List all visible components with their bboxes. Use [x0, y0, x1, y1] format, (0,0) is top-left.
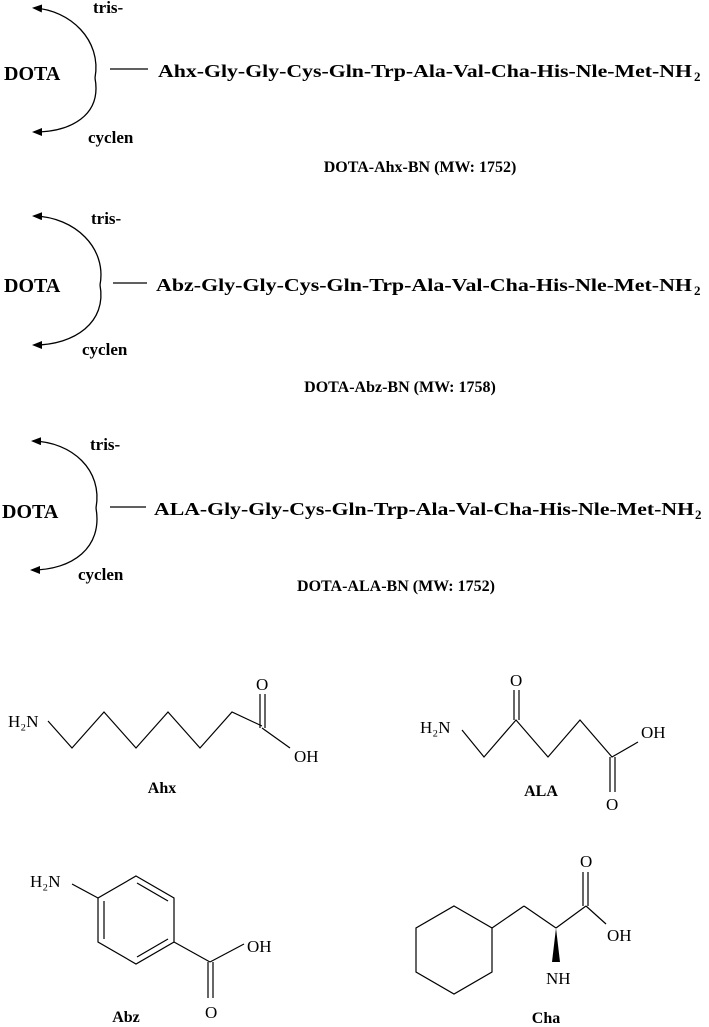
ahx-carbonyl-o: O [256, 675, 268, 694]
sequence-subscript: 2 [695, 507, 702, 522]
arc-top-label: tris- [91, 209, 122, 228]
sequence-subscript: 2 [694, 283, 701, 298]
cha-cyclohexane-ring [415, 905, 493, 995]
cha-methylene-bond [491, 905, 525, 929]
abz-structure [71, 875, 245, 998]
conjugate-3: tris- DOTA cyclen ALA-Gly-Gly-Cys-Gln-Tr… [2, 435, 702, 595]
peptide-sequence: Ahx-Gly-Gly-Cys-Gln-Trp-Ala-Val-Cha-His-… [158, 61, 692, 81]
ahx-hydroxyl-label: OH [294, 747, 319, 766]
conjugate-caption: DOTA-ALA-BN (MW: 1752) [297, 578, 495, 595]
cha-hydroxyl-label: OH [607, 926, 632, 945]
ahx-amine-label: H₂N [8, 712, 38, 731]
abz-name-label: Abz [112, 1009, 140, 1026]
abz-carbonyl-o: O [205, 1003, 217, 1022]
ala-chain-bonds [461, 719, 639, 758]
chelator-label: DOTA [4, 63, 61, 85]
peptide-sequence: Abz-Gly-Gly-Cys-Gln-Trp-Ala-Val-Cha-His-… [156, 275, 692, 295]
cha-alpha-bond [523, 905, 557, 929]
cha-hydroxyl-bond [585, 905, 607, 925]
abz-ring-double-bond [136, 938, 169, 958]
arc-top-label: tris- [90, 435, 121, 454]
arc-arrow [32, 4, 97, 79]
abz-amine-label: H₂N [30, 872, 60, 891]
ahx-chain-bonds [47, 711, 263, 749]
chelator-label: DOTA [2, 501, 59, 523]
arc-arrow [30, 507, 98, 574]
ahx-structure [47, 694, 291, 749]
abz-hydroxyl-label: OH [247, 937, 272, 956]
ala-ketone-o: O [510, 671, 522, 690]
abz-benzene-ring [97, 875, 175, 965]
cha-wedge-bond [552, 928, 560, 962]
cha-carboxyl-bond [555, 905, 587, 929]
arc-bottom-label: cyclen [88, 128, 134, 147]
cha-name-label: Cha [532, 1010, 560, 1027]
sequence-subscript: 2 [694, 69, 701, 84]
chelator-label: DOTA [4, 275, 61, 297]
abz-amine-bond [71, 883, 99, 899]
arc-arrow [32, 284, 102, 349]
conjugate-2: tris- DOTA cyclen Abz-Gly-Gly-Cys-Gln-Tr… [4, 209, 701, 396]
ala-structure [461, 690, 639, 792]
conjugate-caption: DOTA-Abz-BN (MW: 1758) [304, 379, 496, 396]
peptide-sequence: ALA-Gly-Gly-Cys-Gln-Trp-Ala-Val-Cha-His-… [154, 499, 694, 519]
ahx-name-label: Ahx [148, 780, 176, 797]
ala-name-label: ALA [524, 783, 558, 800]
ala-hydroxyl-label: OH [641, 723, 666, 742]
abz-hydroxyl-bond [209, 943, 245, 963]
arc-arrow [32, 77, 97, 136]
cha-amine-label: NH [546, 969, 571, 988]
arc-bottom-label: cyclen [78, 565, 124, 584]
cha-carbonyl-o: O [580, 852, 592, 871]
conjugate-1: tris- DOTA cyclen Ahx-Gly-Gly-Cys-Gln-Tr… [4, 0, 701, 176]
arc-arrow [31, 437, 98, 509]
arc-top-label: tris- [93, 0, 124, 17]
abz-ring-double-bond [136, 882, 169, 902]
cha-structure [415, 872, 607, 995]
ahx-hydroxyl-bond [261, 727, 291, 749]
arc-bottom-label: cyclen [82, 340, 128, 359]
ala-carbonyl-o: O [606, 795, 618, 814]
ala-amine-label: H₂N [420, 718, 450, 737]
abz-carboxyl-bond [173, 941, 211, 963]
arc-arrow [32, 212, 102, 286]
conjugate-caption: DOTA-Ahx-BN (MW: 1752) [324, 159, 517, 176]
